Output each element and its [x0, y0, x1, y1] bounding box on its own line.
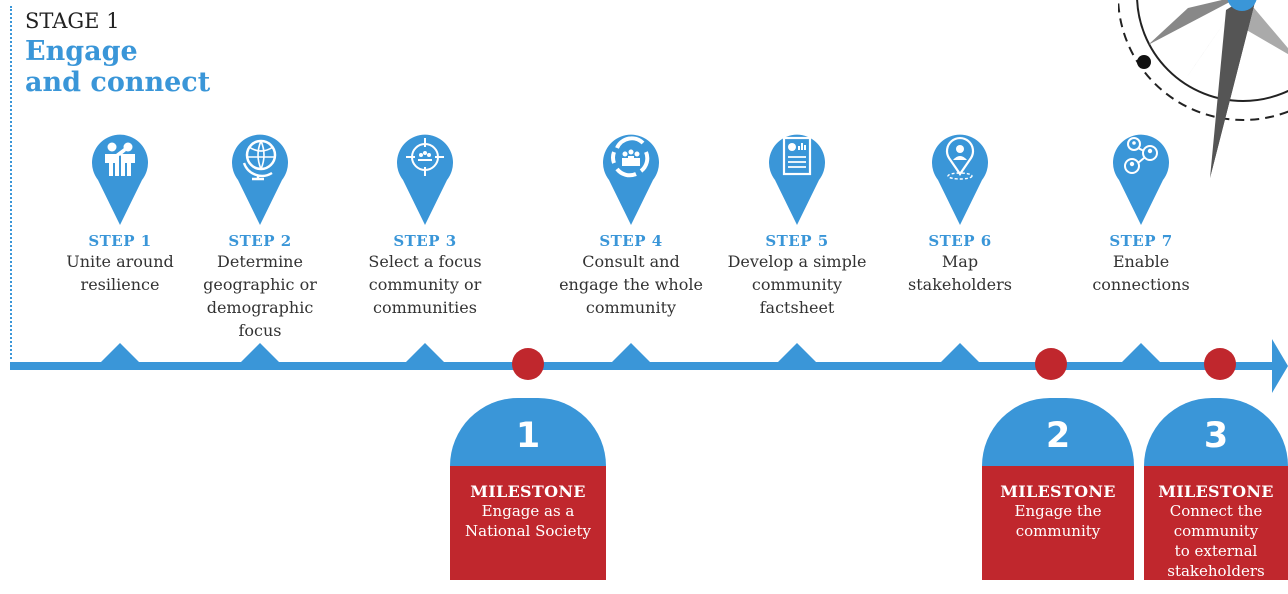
map-pin-icon: [932, 134, 988, 225]
step-3: STEP 3 Select a focus community or commu…: [350, 130, 500, 319]
step-text: communities: [373, 298, 477, 317]
step-number: STEP 7: [1109, 232, 1173, 250]
step-number: STEP 5: [765, 232, 829, 250]
step-marker-1: [100, 343, 140, 363]
milestone-body: MILESTONE Engage as a National Society: [450, 466, 606, 580]
step-2: STEP 2 Determine geographic or demograph…: [185, 130, 335, 342]
milestone-title: MILESTONE: [470, 482, 586, 501]
milestone-dot-2: [1035, 348, 1067, 380]
milestone-text: community: [1015, 522, 1101, 540]
milestone-text: Connect the: [1169, 502, 1263, 520]
compass-icon: [1118, 0, 1288, 178]
step-text: resilience: [80, 275, 160, 294]
milestone-text: Engage as a: [481, 502, 575, 520]
step-text: Select a focus: [368, 252, 482, 271]
step-text: connections: [1092, 275, 1190, 294]
milestone-1: 1 MILESTONE Engage as a National Society: [450, 398, 606, 580]
step-text: community: [751, 275, 843, 294]
step-number: STEP 2: [228, 232, 292, 250]
step-text: demographic focus: [206, 298, 314, 340]
step-4: STEP 4 Consult and engage the whole comm…: [556, 130, 706, 319]
step-text: Unite around: [66, 252, 174, 271]
stage-title-line1: Engage: [25, 36, 138, 67]
step-text: community or: [368, 275, 482, 294]
milestone-title: MILESTONE: [1158, 482, 1274, 501]
step-marker-3: [405, 343, 445, 363]
step-text: geographic or: [203, 275, 317, 294]
step-text: stakeholders: [908, 275, 1012, 294]
stage-title: Engage and connect: [25, 36, 210, 98]
step-text: Determine: [217, 252, 303, 271]
milestone-text: stakeholders: [1167, 562, 1265, 580]
milestone-dots: [512, 348, 1236, 380]
stage-title-line2: and connect: [25, 67, 211, 98]
stage-label: STAGE 1: [25, 9, 120, 33]
stage-dotted-line: [10, 6, 12, 359]
step-text: Consult and: [582, 252, 680, 271]
timeline-bar: [10, 362, 1274, 370]
step-text: engage the whole: [559, 275, 703, 294]
milestone-text: community: [1173, 522, 1259, 540]
milestone-text: to external: [1174, 542, 1258, 560]
step-text: Map: [941, 252, 979, 271]
step-number: STEP 1: [88, 232, 152, 250]
step-text: Develop a simple: [727, 252, 867, 271]
step-7: STEP 7 Enable connections: [1066, 130, 1216, 296]
target-icon: [397, 134, 453, 225]
milestone-2: 2 MILESTONE Engage the community: [982, 398, 1134, 580]
milestone-text: Engage the: [1014, 502, 1102, 520]
milestone-title: MILESTONE: [1000, 482, 1116, 501]
step-marker-2: [240, 343, 280, 363]
milestone-body: MILESTONE Engage the community: [982, 466, 1134, 580]
step-marker-4: [611, 343, 651, 363]
step-marker-5: [777, 343, 817, 363]
step-text: Enable: [1112, 252, 1170, 271]
milestone-3: 3 MILESTONE Connect the community to ext…: [1144, 398, 1288, 580]
milestone-body: MILESTONE Connect the community to exter…: [1144, 466, 1288, 580]
milestone-dot-1: [512, 348, 544, 380]
milestone-number: 2: [982, 398, 1134, 466]
milestone-number: 1: [450, 398, 606, 466]
step-number: STEP 4: [599, 232, 663, 250]
milestone-dot-3: [1204, 348, 1236, 380]
step-text: community: [585, 298, 677, 317]
network-icon: [1113, 134, 1169, 225]
milestone-number: 3: [1144, 398, 1288, 466]
step-markers: [100, 343, 1161, 363]
step-number: STEP 3: [393, 232, 457, 250]
step-1: STEP 1 Unite around resilience: [45, 130, 195, 296]
milestone-text: National Society: [465, 522, 591, 540]
step-5: STEP 5 Develop a simple community factsh…: [722, 130, 872, 319]
two-people-icon: [92, 134, 148, 225]
step-text: factsheet: [759, 298, 835, 317]
factsheet-icon: [769, 134, 825, 225]
timeline-arrowhead: [1272, 339, 1288, 393]
community-cycle-icon: [603, 134, 659, 225]
step-marker-6: [940, 343, 980, 363]
step-6: STEP 6 Map stakeholders: [885, 130, 1035, 296]
step-marker-7: [1121, 343, 1161, 363]
step-number: STEP 6: [928, 232, 992, 250]
globe-icon: [232, 134, 288, 225]
